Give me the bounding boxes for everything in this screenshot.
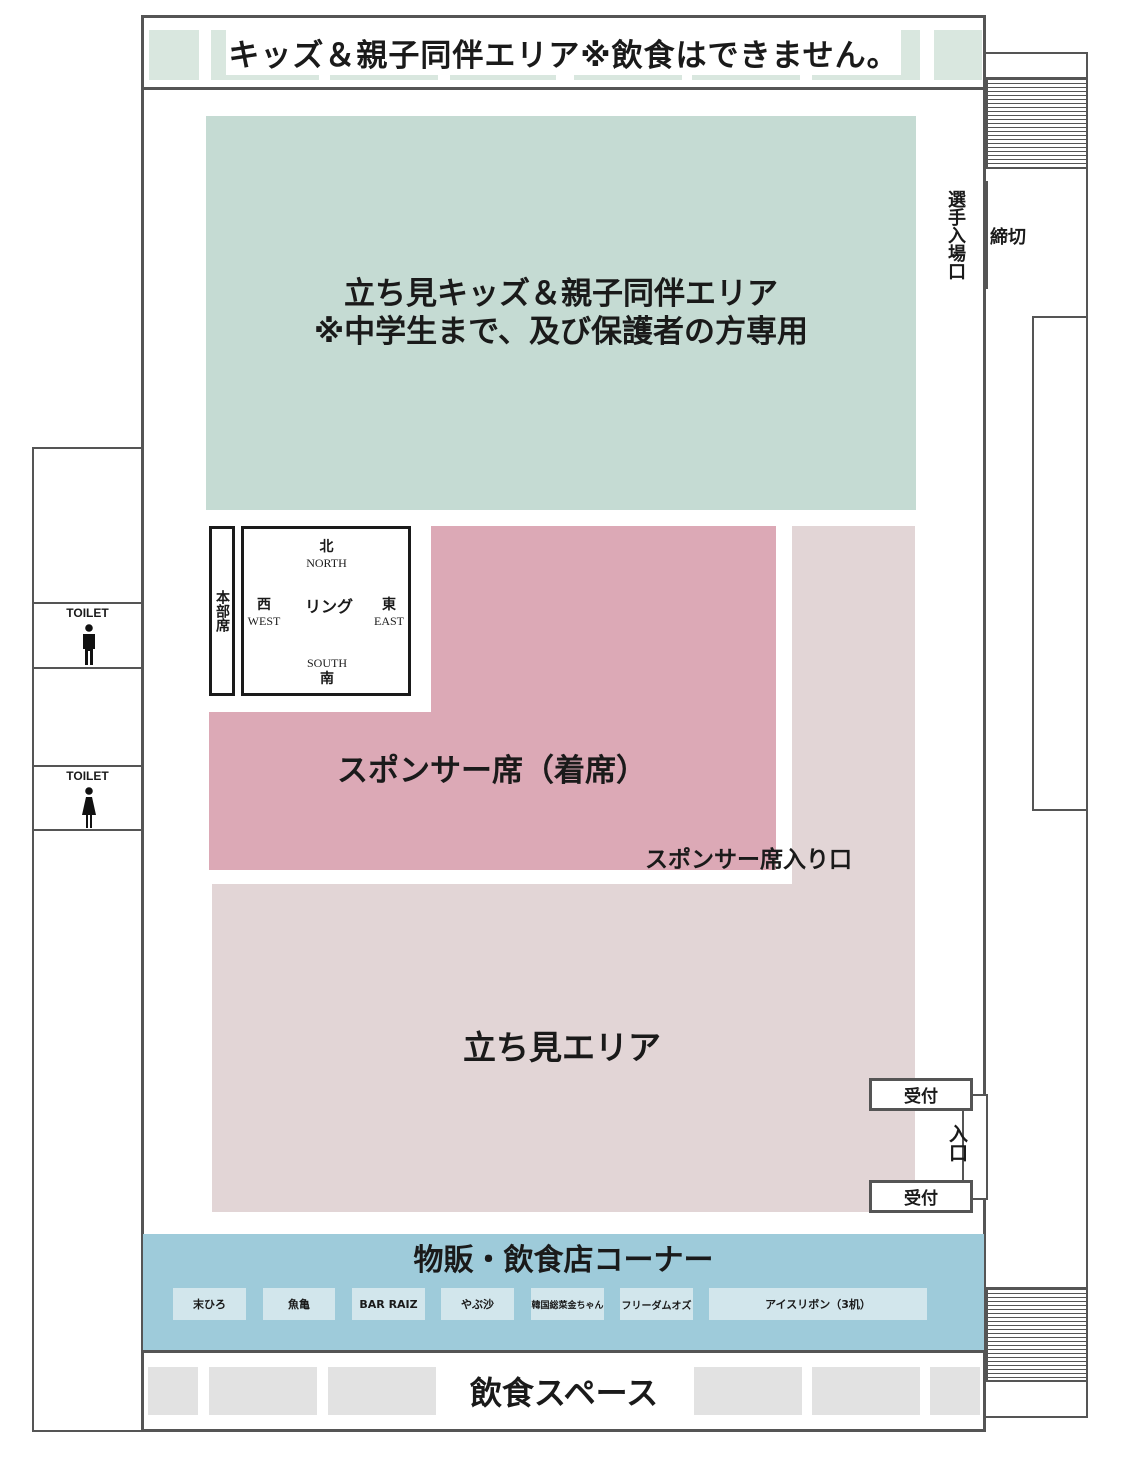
dining-table xyxy=(148,1367,198,1415)
dining-table xyxy=(694,1367,802,1415)
stall-item[interactable]: フリーダムオズ xyxy=(620,1288,693,1320)
honbu-seat[interactable]: 本部席 xyxy=(209,526,235,696)
stall-item[interactable]: 韓国総菜金ちゃん xyxy=(531,1288,604,1320)
dining-table xyxy=(812,1367,920,1415)
right-partition xyxy=(1032,316,1088,811)
dining-table xyxy=(930,1367,980,1415)
stall-item[interactable]: BAR RAIZ xyxy=(352,1288,425,1320)
kids-area-line2: ※中学生まで、及び保護者の方専用 xyxy=(314,314,808,350)
shimekiri-label: 締切 xyxy=(990,227,1026,248)
male-icon xyxy=(83,624,95,665)
toilet-men[interactable]: TOILET xyxy=(32,602,143,669)
dining-divider xyxy=(141,1350,986,1353)
dining-table xyxy=(209,1367,317,1415)
stall-item[interactable]: アイスリボン（3机） xyxy=(709,1288,927,1320)
athlete-entrance-label: 選手入場口 xyxy=(945,190,966,280)
kids-strip-text: キッズ＆親子同伴エリア※飲食はできません。 xyxy=(226,30,901,75)
toilet-label: TOILET xyxy=(66,769,109,783)
dining-title: 飲食スペース xyxy=(446,1367,682,1415)
kids-area-line1: 立ち見キッズ＆親子同伴エリア xyxy=(344,276,778,312)
kids-area[interactable]: 立ち見キッズ＆親子同伴エリア ※中学生まで、及び保護者の方専用 xyxy=(206,116,916,510)
reception-bottom[interactable]: 受付 xyxy=(869,1180,973,1213)
reception-top[interactable]: 受付 xyxy=(869,1078,973,1111)
toilet-women[interactable]: TOILET xyxy=(32,765,143,831)
left-annex xyxy=(32,447,143,1432)
stairs-bottom xyxy=(986,1287,1088,1382)
standing-label: 立ち見エリア xyxy=(463,1028,661,1067)
standing-area-main[interactable] xyxy=(212,884,915,1212)
entrance-label: 入口 xyxy=(946,1124,968,1162)
sponsor-entrance-label: スポンサー席入り口 xyxy=(645,847,852,873)
ring-center: リング xyxy=(304,597,353,616)
stall-item[interactable]: やぶ沙 xyxy=(441,1288,514,1320)
kids-strip-label: キッズ＆親子同伴エリア※飲食はできません。 xyxy=(141,15,986,90)
sponsor-area-lower[interactable] xyxy=(209,712,749,870)
shop-title: 物販・飲食店コーナー xyxy=(413,1243,714,1278)
stall-item[interactable]: 末ひろ xyxy=(173,1288,246,1320)
stall-item[interactable]: 魚亀 xyxy=(263,1288,335,1320)
stairs-top xyxy=(986,77,1088,169)
sponsor-label: スポンサー席（着席） xyxy=(337,752,647,789)
dining-table xyxy=(328,1367,436,1415)
female-icon xyxy=(82,787,96,828)
toilet-label: TOILET xyxy=(66,606,109,620)
entrance-frame xyxy=(962,1094,988,1200)
